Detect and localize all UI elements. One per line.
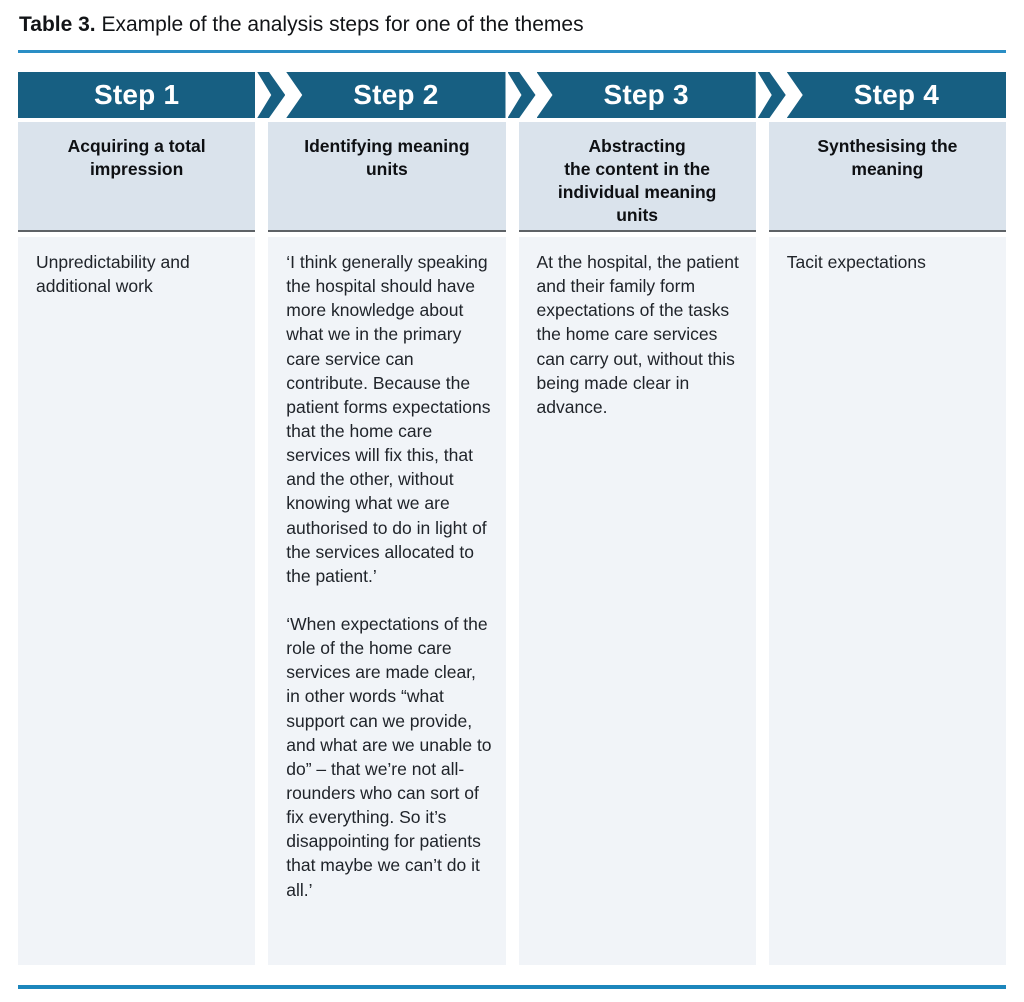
step-1-content-cell: Unpredictability and additional work (18, 237, 256, 965)
step-3-label: Step 3 (603, 79, 689, 110)
column-heading-row: Acquiring a total impression Identifying… (18, 122, 1006, 232)
top-rule (18, 50, 1006, 53)
step-3-banner: Step 3 (536, 72, 756, 118)
bottom-rule (18, 985, 1006, 989)
step-1-banner: Step 1 (18, 72, 256, 118)
quote-paragraph: ‘I think generally speaking the hospital… (286, 252, 491, 586)
step-1-label: Step 1 (94, 79, 180, 110)
table-caption-text: Example of the analysis steps for one of… (101, 13, 584, 36)
column-heading-step-4: Synthesising the meaning (768, 122, 1006, 232)
table-body-row: Unpredictability and additional work ‘I … (18, 237, 1006, 965)
step-3-header: Step 3 (519, 72, 786, 118)
column-heading-step-3: Abstracting the content in the individua… (518, 122, 756, 232)
step-2-banner: Step 2 (286, 72, 506, 118)
table-number-label: Table 3. (19, 13, 96, 36)
column-heading-step-2: Identifying meaning units (268, 122, 506, 232)
step-3-content-cell: At the hospital, the patient and their f… (518, 237, 756, 965)
step-4-header: Step 4 (769, 72, 1006, 118)
step-banner-row: Step 1 Step 2 Step 3 Step 4 (18, 72, 1006, 118)
step-4-content-cell: Tacit expectations (768, 237, 1006, 965)
table-caption: Table 3. Example of the analysis steps f… (19, 12, 1005, 37)
synthesis-text: Tacit expectations (786, 252, 926, 272)
step-1-header: Step 1 (18, 72, 286, 118)
quote-paragraph: ‘When expectations of the role of the ho… (286, 613, 492, 900)
column-heading-step-1: Acquiring a total impression (18, 122, 256, 232)
step-2-label: Step 2 (353, 79, 439, 110)
step-4-label: Step 4 (853, 79, 939, 110)
step-4-banner: Step 4 (786, 72, 1006, 118)
step-2-header: Step 2 (268, 72, 536, 118)
theme-text: Unpredictability and additional work (36, 252, 190, 297)
step-2-content-cell: ‘I think generally speaking the hospital… (268, 237, 506, 965)
condensed-meaning-text: At the hospital, the patient and their f… (536, 252, 739, 417)
